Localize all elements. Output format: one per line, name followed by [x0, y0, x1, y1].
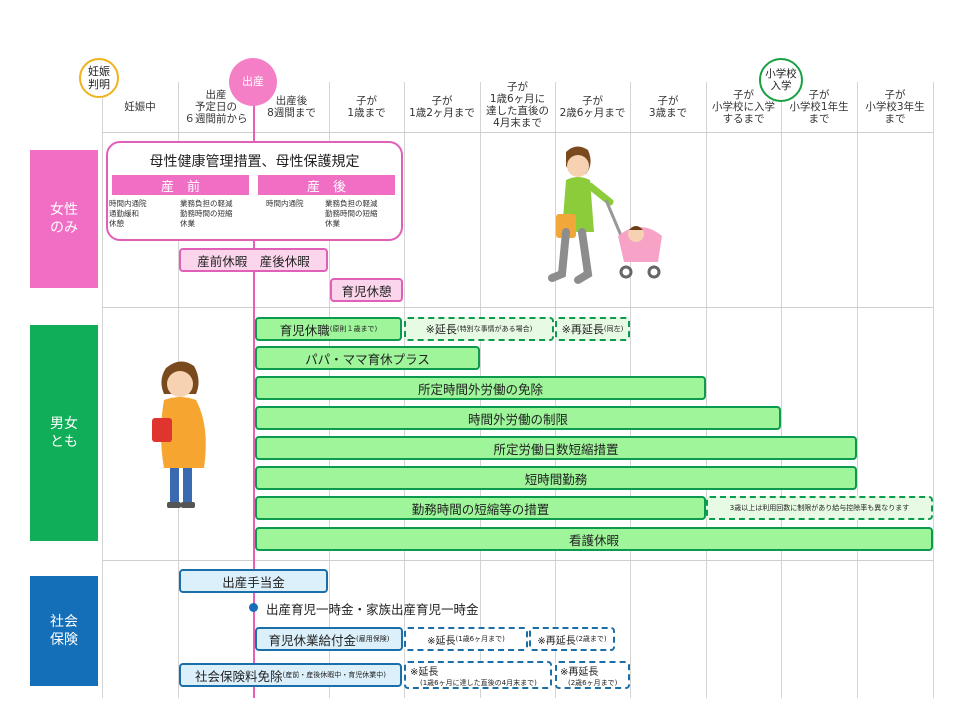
childcare-benefit-bar: 育児休業給付金 (雇用保険): [255, 627, 403, 651]
column-header-grade3: 子が 小学校3年生 まで: [865, 89, 925, 125]
column-header-age1y2m: 子が 1歳2ヶ月まで: [409, 95, 475, 119]
childcare-time-bar: 育児休憩: [330, 278, 403, 302]
postnatal-label: 産 後: [258, 175, 395, 195]
workday-reduction-bar: 所定労働日数短縮措置: [255, 436, 857, 460]
childcare-leave-label: 育児休職: [279, 322, 330, 338]
premium-extension-note: (1歳6ヶ月に達した直後の4月末まで): [420, 678, 537, 687]
benefit-extension-label: ※延長: [427, 635, 456, 647]
premium-exemption-note: (産前・産後休暇中・育児休業中): [282, 671, 386, 679]
postnatal-right-note: 業務負担の軽減 勤務時間の短縮 休業: [325, 199, 378, 228]
benefit-extension-bar: ※延長 (1歳6ヶ月まで): [404, 627, 528, 651]
grid-line: [933, 82, 934, 698]
category-social-insurance: 社会 保険: [30, 576, 98, 686]
childcare-leave-note: (原則１歳まで): [329, 325, 378, 333]
benefit-re-extension-label: ※再延長: [537, 635, 576, 647]
column-header-age3: 子が 3歳まで: [648, 95, 688, 119]
postnatal-left-note: 時間内通院: [266, 199, 304, 208]
lump-sum-marker: [249, 603, 258, 612]
header-separator: [102, 132, 934, 133]
overtime-limit-bar: 時間外労働の制限: [255, 406, 781, 430]
column-header-school-entry: 子が 小学校に入学 するまで: [712, 89, 775, 125]
column-header-prenatal: 出産 予定日の ６週間前から: [184, 89, 248, 125]
section-separator: [102, 307, 934, 308]
nursing-leave-bar: 看護休暇: [255, 527, 933, 551]
column-header-age1y6m: 子が 1歳6ヶ月に 達した直後の 4月末まで: [486, 81, 549, 129]
premium-extension-bar: ※延長 (1歳6ヶ月に達した直後の4月末まで): [404, 661, 552, 689]
grid-line: [706, 82, 707, 698]
premium-re-extension-label: ※再延長: [560, 666, 599, 678]
overtime-exemption-bar: 所定時間外労働の免除: [255, 376, 706, 400]
childcare-extension-note: (特別な事情がある場合): [456, 325, 533, 333]
mother-stroller-illustration: [548, 146, 662, 284]
grid-line: [781, 82, 782, 698]
hours-reduction-bar: 勤務時間の短縮等の措置: [255, 496, 706, 520]
section-separator: [102, 560, 934, 561]
grid-line: [857, 82, 858, 698]
premium-exemption-bar: 社会保険料免除 (産前・産後休暇中・育児休業中): [179, 663, 402, 687]
pregnant-woman-illustration: [152, 361, 206, 508]
premium-re-extension-bar: ※再延長 (2歳6ヶ月まで): [555, 661, 630, 689]
short-hours-bar: 短時間勤務: [255, 466, 857, 490]
lump-sum-label: 出産育児一時金・家族出産育児一時金: [266, 602, 479, 617]
benefit-re-extension-note: (2歳まで): [575, 635, 607, 643]
maternal-health-title: 母性健康管理措置、母性保護規定: [149, 154, 360, 170]
category-women-only: 女性 のみ: [30, 150, 98, 288]
childcare-re-extension-label: ※再延長: [561, 323, 604, 336]
column-header-age1: 子が 1歳まで: [347, 95, 386, 119]
childcare-re-extension-bar: ※再延長 (同左): [555, 317, 630, 341]
school-entry-badge: 小学校 入学: [759, 58, 803, 102]
hours-reduction-note-bar: 3歳以上は利用回数に制限があり給与控除率も異なります: [706, 496, 933, 520]
papa-mama-plus-bar: パパ・ママ育休プラス: [255, 346, 480, 370]
prenatal-label: 産 前: [112, 175, 249, 195]
childcare-extension-bar: ※延長 (特別な事情がある場合): [404, 317, 554, 341]
premium-extension-label: ※延長: [410, 666, 439, 678]
childcare-leave-bar: 育児休職 (原則１歳まで): [255, 317, 402, 341]
birth-badge: 出産: [229, 58, 277, 106]
childcare-benefit-label: 育児休業給付金: [268, 632, 357, 648]
maternity-allowance-bar: 出産手当金: [179, 569, 328, 593]
column-header-grade1: 子が 小学校1年生 まで: [789, 89, 849, 125]
prenatal-left-note: 時間内通院 通勤緩和 休憩: [109, 199, 147, 228]
grid-line: [102, 82, 103, 698]
childcare-extension-label: ※延長: [425, 323, 457, 336]
column-header-postnatal: 出産後 8週間まで: [267, 95, 316, 119]
prenatal-right-note: 業務負担の軽減 勤務時間の短縮 休業: [180, 199, 233, 228]
benefit-extension-note: (1歳6ヶ月まで): [455, 635, 505, 643]
childcare-re-extension-note: (同左): [603, 325, 624, 333]
childcare-benefit-note: (雇用保険): [356, 635, 390, 643]
column-header-pregnancy: 妊娠中: [124, 101, 156, 113]
premium-exemption-label: 社会保険料免除: [195, 668, 283, 684]
pregnancy-badge: 妊娠 判明: [79, 58, 119, 98]
birth-line: [253, 82, 255, 698]
benefit-re-extension-bar: ※再延長 (2歳まで): [529, 627, 615, 651]
category-both-genders: 男女 とも: [30, 325, 98, 541]
maternity-leave-bar: 産前休暇 産後休暇: [179, 248, 328, 272]
premium-re-extension-note: (2歳6ヶ月まで): [568, 678, 618, 687]
column-header-age2y6m: 子が 2歳6ヶ月まで: [559, 95, 626, 119]
